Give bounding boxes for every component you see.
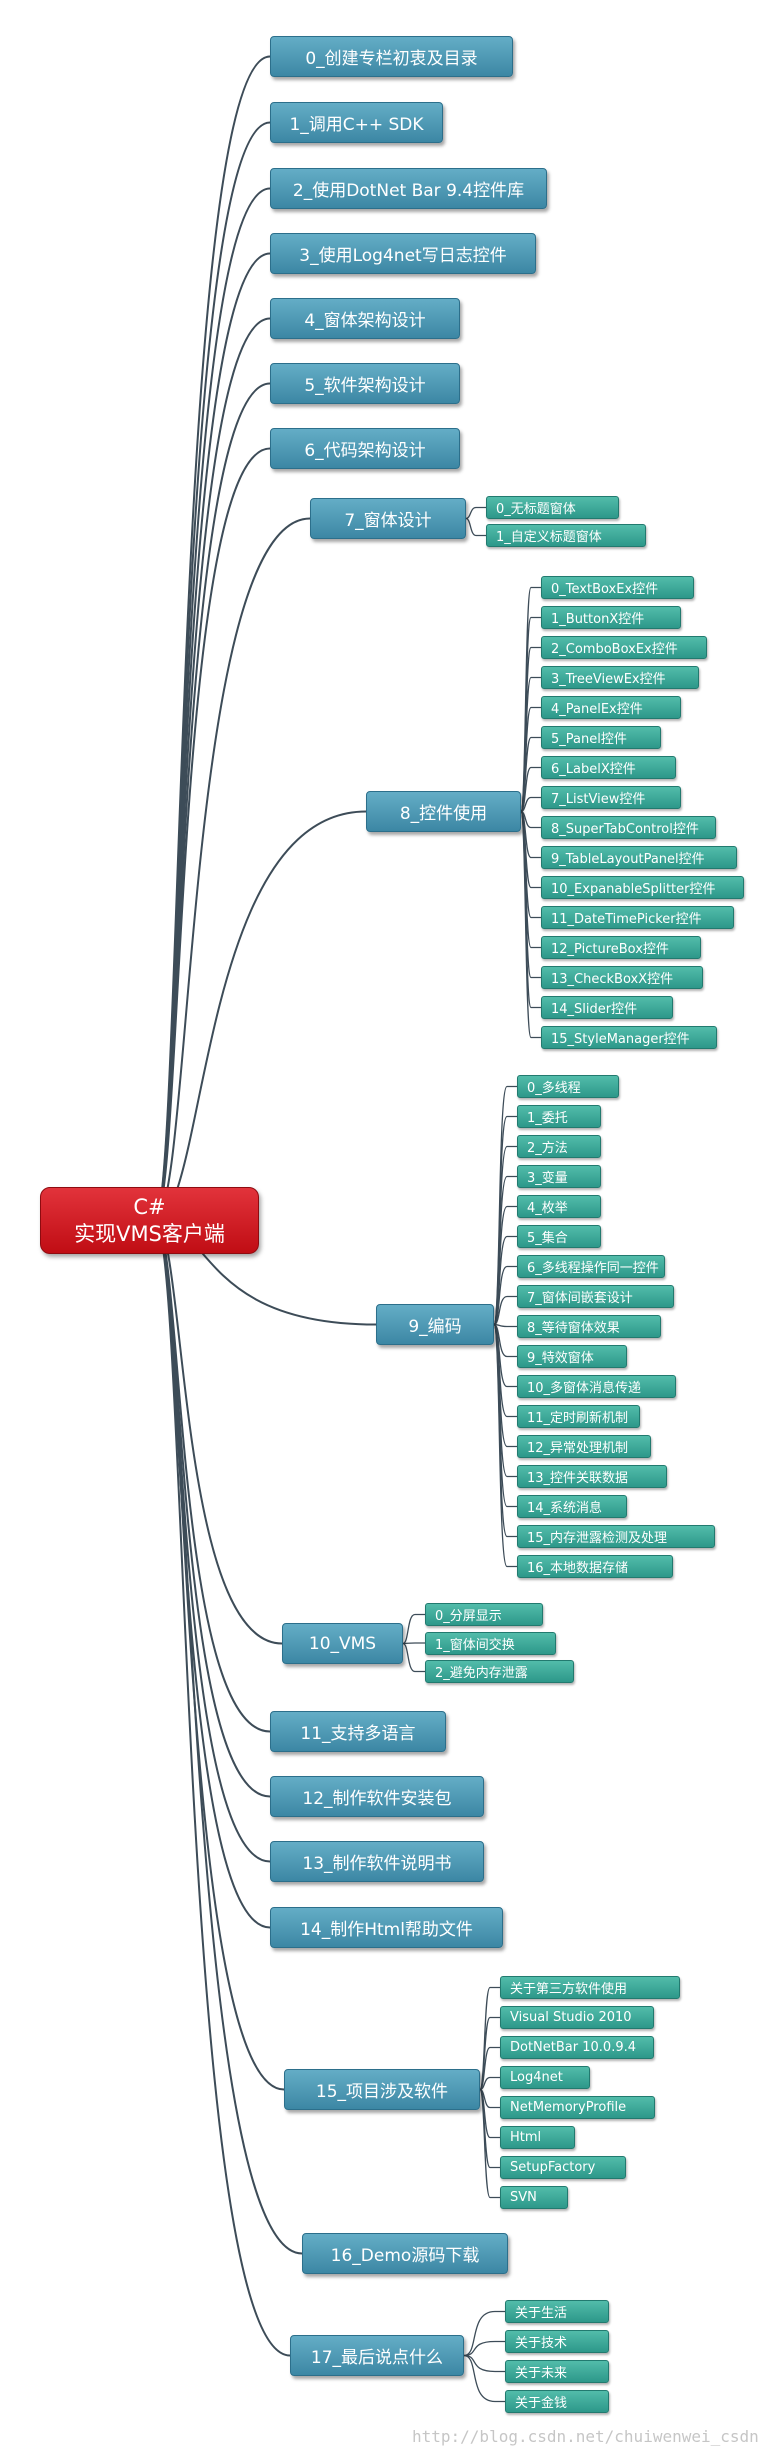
subtopic-node[interactable]: 9_TableLayoutPanel控件 (541, 846, 737, 869)
connector-line (520, 796, 541, 813)
subtopic-node[interactable]: 5_集合 (517, 1225, 601, 1248)
connector-line (479, 2076, 500, 2091)
root-title-line-1: C# (133, 1194, 166, 1219)
connector-line (153, 1219, 303, 2255)
subtopic-node[interactable]: 关于生活 (505, 2300, 609, 2323)
topic-node-7[interactable]: 7_窗体设计 (310, 498, 466, 539)
connector-line (463, 2354, 505, 2403)
subtopic-node[interactable]: 关于金钱 (505, 2390, 609, 2413)
subtopic-node[interactable]: 10_ExpanableSplitter控件 (541, 876, 744, 899)
topic-node-9[interactable]: 9_编码 (376, 1304, 494, 1345)
watermark: http://blog.csdn.net/chuiwenwei_csdn (412, 2427, 759, 2446)
subtopic-node[interactable]: SVN (500, 2186, 568, 2209)
subtopic-node[interactable]: 1_ButtonX控件 (541, 606, 681, 629)
subtopic-node[interactable]: 12_PictureBox控件 (541, 936, 701, 959)
subtopic-node[interactable]: 15_StyleManager控件 (541, 1026, 717, 1049)
connector-line (479, 2046, 500, 2091)
subtopic-node[interactable]: 14_Slider控件 (541, 996, 673, 1019)
root-node[interactable]: C# 实现VMS客户端 (40, 1187, 259, 1254)
connector-line (154, 1219, 283, 1645)
subtopic-node[interactable]: 5_Panel控件 (541, 726, 661, 749)
topic-node-14[interactable]: 14_制作Html帮助文件 (270, 1907, 503, 1948)
subtopic-node[interactable]: 1_自定义标题窗体 (486, 524, 646, 547)
subtopic-node[interactable]: 0_分屏显示 (425, 1603, 543, 1626)
connector-line (463, 2354, 505, 2373)
subtopic-node[interactable]: 6_LabelX控件 (541, 756, 676, 779)
subtopic-node[interactable]: 14_系统消息 (517, 1495, 627, 1518)
connector-line (402, 1642, 425, 1673)
subtopic-node[interactable]: NetMemoryProfile (500, 2096, 655, 2119)
subtopic-node[interactable]: 15_内存泄露检测及处理 (517, 1525, 715, 1548)
topic-node-1[interactable]: 1_调用C++ SDK (270, 102, 443, 143)
topic-node-11[interactable]: 11_支持多语言 (270, 1711, 446, 1752)
connector-line (153, 1219, 291, 2357)
subtopic-node[interactable]: DotNetBar 10.0.9.4 (500, 2036, 654, 2059)
subtopic-node[interactable]: 2_方法 (517, 1135, 601, 1158)
subtopic-node[interactable]: 0_TextBoxEx控件 (541, 576, 694, 599)
connector-line (465, 506, 486, 520)
connector-line (493, 1323, 517, 1568)
subtopic-node[interactable]: 关于未来 (505, 2360, 609, 2383)
connector-line (153, 447, 271, 1222)
subtopic-node[interactable]: 3_变量 (517, 1165, 601, 1188)
subtopic-node[interactable]: 11_DateTimePicker控件 (541, 906, 734, 929)
topic-node-0[interactable]: 0_创建专栏初衷及目录 (270, 36, 513, 77)
subtopic-node[interactable]: 8_SuperTabControl控件 (541, 816, 716, 839)
subtopic-node[interactable]: 16_本地数据存储 (517, 1555, 673, 1578)
subtopic-node[interactable]: 13_控件关联数据 (517, 1465, 667, 1488)
subtopic-node[interactable]: SetupFactory (500, 2156, 626, 2179)
topic-node-12[interactable]: 12_制作软件安装包 (270, 1776, 484, 1817)
topic-node-4[interactable]: 4_窗体架构设计 (270, 298, 460, 339)
connector-line (402, 1613, 425, 1645)
subtopic-node[interactable]: 0_无标题窗体 (486, 496, 619, 519)
subtopic-node[interactable]: 关于第三方软件使用 (500, 1976, 680, 1999)
topic-node-15[interactable]: 15_项目涉及软件 (284, 2069, 480, 2110)
subtopic-node[interactable]: 10_多窗体消息传递 (517, 1375, 676, 1398)
subtopic-node[interactable]: Log4net (500, 2066, 590, 2089)
connector-line (520, 766, 541, 813)
subtopic-node[interactable]: 4_枚举 (517, 1195, 601, 1218)
subtopic-node[interactable]: Html (500, 2126, 575, 2149)
topic-node-2[interactable]: 2_使用DotNet Bar 9.4控件库 (270, 168, 547, 209)
subtopic-node[interactable]: 6_多线程操作同一控件 (517, 1255, 665, 1278)
subtopic-node[interactable]: 13_CheckBoxX控件 (541, 966, 703, 989)
subtopic-node[interactable]: 1_窗体间交换 (425, 1631, 556, 1655)
connector-line (402, 1642, 425, 1645)
connector-line (479, 2088, 500, 2199)
connector-line (493, 1323, 517, 1328)
topic-node-16[interactable]: 16_Demo源码下载 (302, 2233, 508, 2274)
topic-node-6[interactable]: 6_代码架构设计 (270, 428, 460, 469)
topic-node-13[interactable]: 13_制作软件说明书 (270, 1841, 484, 1882)
connector-line (463, 2310, 505, 2357)
subtopic-node[interactable]: 11_定时刷新机制 (517, 1405, 640, 1428)
subtopic-node[interactable]: 0_多线程 (517, 1075, 619, 1098)
topic-node-10[interactable]: 10_VMS (282, 1623, 403, 1664)
subtopic-node[interactable]: 2_避免内存泄露 (425, 1660, 574, 1683)
topic-node-5[interactable]: 5_软件架构设计 (270, 363, 460, 404)
connector-line (493, 1295, 517, 1326)
subtopic-node[interactable]: 2_ComboBoxEx控件 (541, 636, 707, 659)
subtopic-node[interactable]: Visual Studio 2010 (500, 2006, 654, 2029)
connector-line (463, 2340, 505, 2357)
connector-line (520, 810, 541, 1039)
subtopic-node[interactable]: 4_PanelEx控件 (541, 696, 681, 719)
subtopic-node[interactable]: 7_窗体间嵌套设计 (517, 1285, 674, 1308)
subtopic-node[interactable]: 1_委托 (517, 1105, 601, 1128)
subtopic-node[interactable]: 12_异常处理机制 (517, 1435, 651, 1458)
subtopic-node[interactable]: 7_ListView控件 (541, 786, 681, 809)
root-title-line-2: 实现VMS客户端 (74, 1221, 225, 1246)
subtopic-node[interactable]: 关于技术 (505, 2330, 609, 2353)
subtopic-node[interactable]: 3_TreeViewEx控件 (541, 666, 699, 689)
connector-line (154, 517, 311, 1222)
subtopic-node[interactable]: 9_特效窗体 (517, 1345, 627, 1368)
topic-node-17[interactable]: 17_最后说点什么 (290, 2335, 464, 2376)
topic-node-8[interactable]: 8_控件使用 (366, 791, 521, 832)
connector-line (465, 517, 486, 537)
subtopic-node[interactable]: 8_等待窗体效果 (517, 1315, 661, 1338)
topic-node-3[interactable]: 3_使用Log4net写日志控件 (270, 233, 536, 274)
